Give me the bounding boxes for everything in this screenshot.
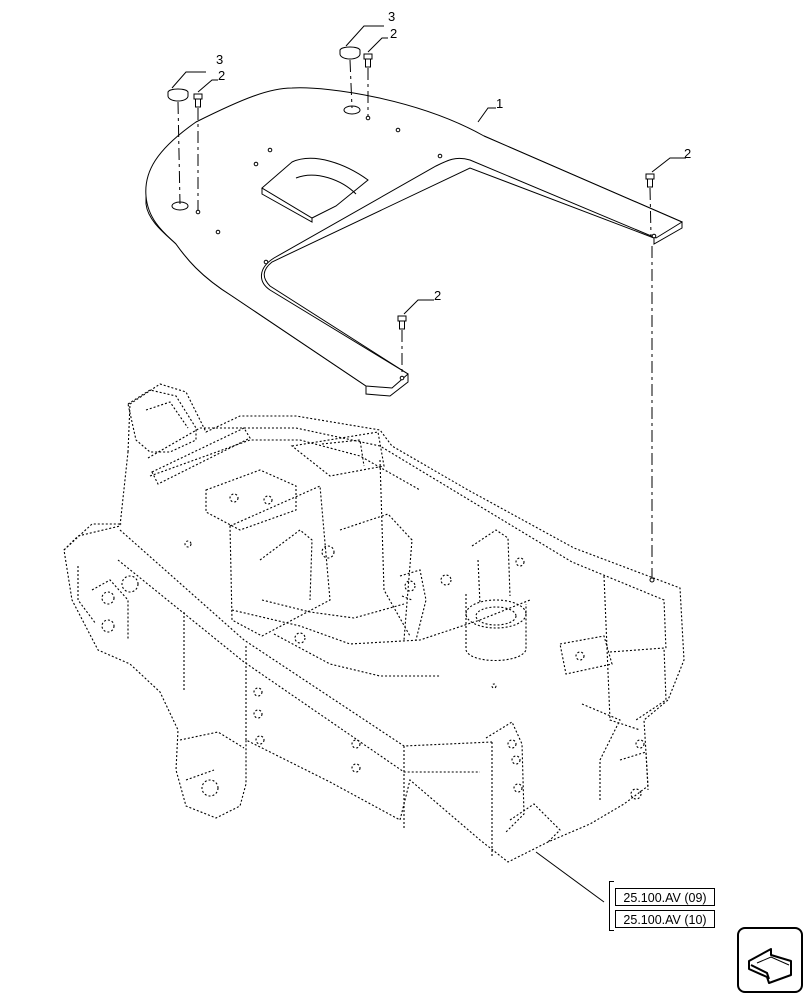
cover-plate-top xyxy=(145,87,684,389)
callout-part-2-top: 2 xyxy=(390,26,397,41)
bolt-left xyxy=(193,93,203,108)
callout-part-2-left: 2 xyxy=(218,68,225,83)
callout-part-2-right: 2 xyxy=(684,146,691,161)
axle-frame xyxy=(63,383,685,863)
navigation-button[interactable] xyxy=(737,927,803,993)
cover-plate-edge xyxy=(145,135,683,397)
callout-part-3-left: 3 xyxy=(216,52,223,67)
reference-link-09[interactable]: 25.100.AV (09) xyxy=(615,888,715,906)
reference-bracket xyxy=(609,881,614,931)
cover-plate-dome xyxy=(261,157,369,219)
reference-link-10[interactable]: 25.100.AV (10) xyxy=(615,910,715,928)
callout-part-1: 1 xyxy=(496,96,503,111)
callouts: 3 2 3 2 1 2 2 xyxy=(216,9,691,303)
plug-left xyxy=(167,88,189,102)
leader-lines xyxy=(171,25,686,903)
bolt-top xyxy=(363,53,373,68)
bolt-center xyxy=(397,315,407,330)
callout-part-3-top: 3 xyxy=(388,9,395,24)
callout-part-2-center: 2 xyxy=(434,288,441,303)
plug-top xyxy=(339,46,361,60)
bolt-right xyxy=(645,173,655,188)
cover-plate xyxy=(145,87,684,397)
frame-hole-marker xyxy=(649,577,655,583)
fasteners xyxy=(167,46,655,330)
assembly-lines xyxy=(177,59,653,578)
